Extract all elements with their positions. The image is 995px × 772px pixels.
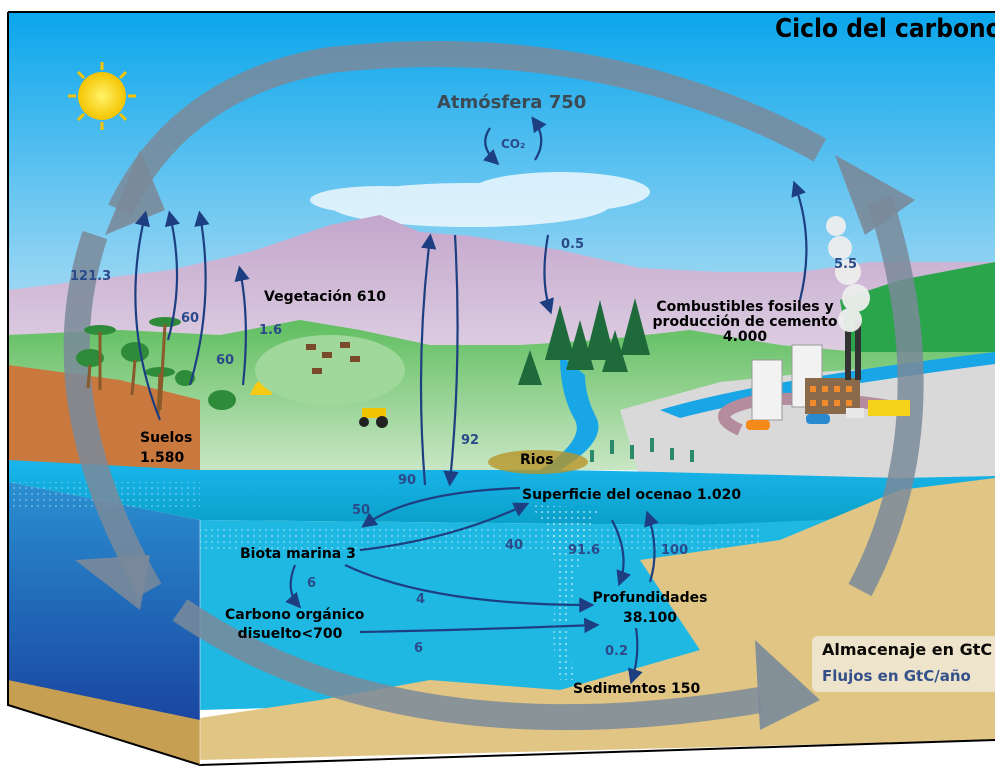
deep-ocean-label: Profundidades xyxy=(592,590,708,606)
surface-dots xyxy=(200,525,760,553)
flux-91-6: 91.6 xyxy=(568,543,601,558)
fossil-value: 4.000 xyxy=(722,329,768,345)
flux-0-2: 0.2 xyxy=(605,644,629,659)
vehicles xyxy=(746,400,910,430)
flux-121: 121.3 xyxy=(70,269,112,284)
soil xyxy=(8,365,200,472)
sinking-plume xyxy=(530,505,600,680)
legend-flux: Flujos en GtC/año xyxy=(822,667,971,685)
river-trees xyxy=(590,438,694,462)
soils-label: Suelos xyxy=(140,430,193,446)
flux-100: 100 xyxy=(661,543,689,558)
flux-40: 40 xyxy=(505,538,524,553)
flux-4: 4 xyxy=(416,592,426,607)
fossil-label-2: producción de cemento xyxy=(652,314,838,330)
ocean-surface-label: Superficie del ocenao 1.020 xyxy=(522,487,742,503)
soils-value: 1.580 xyxy=(140,450,185,466)
atmosphere-label: Atmósfera 750 xyxy=(437,92,587,113)
fossil-label-1: Combustibles fosiles y xyxy=(656,299,834,315)
rivers-label: Rios xyxy=(520,452,554,468)
tractor-icon xyxy=(359,408,388,428)
flux-arrows xyxy=(134,116,808,685)
cattle-icons xyxy=(306,342,360,374)
flux-1-6: 1.6 xyxy=(259,323,283,338)
pasture xyxy=(255,335,405,405)
box-outline xyxy=(7,11,995,767)
forest-left xyxy=(76,317,236,416)
co2-label: CO₂ xyxy=(501,137,526,151)
vegetation-label: Vegetación 610 xyxy=(264,289,387,305)
flux-6-a: 6 xyxy=(307,576,317,591)
city-buildings xyxy=(751,320,861,421)
river xyxy=(540,355,599,470)
doc-label-1: Carbono orgánico xyxy=(225,607,365,623)
flux-92: 92 xyxy=(461,433,480,448)
legend-box: Almacenaje en GtC Flujos en GtC/año xyxy=(812,636,995,692)
seabed-side xyxy=(8,680,200,765)
ocean-surface xyxy=(8,460,995,525)
deep-ocean-value: 38.100 xyxy=(622,610,678,626)
flux-60-b: 60 xyxy=(216,353,235,368)
conifer-forest xyxy=(518,298,650,385)
diagram-title: Ciclo del carbono xyxy=(775,14,995,44)
river-delta xyxy=(488,450,588,474)
smoke xyxy=(826,216,870,332)
flux-5-5: 5.5 xyxy=(834,257,858,272)
flux-60-a: 60 xyxy=(181,311,200,326)
flux-50: 50 xyxy=(352,503,371,518)
cycle-arrowheads xyxy=(75,150,915,730)
clouds xyxy=(310,172,650,227)
flux-0-5: 0.5 xyxy=(561,237,585,252)
flux-6-b: 6 xyxy=(414,641,424,656)
doc-label-2: disuelto<700 xyxy=(237,626,343,642)
legend-storage: Almacenaje en GtC xyxy=(822,640,993,659)
flux-90: 90 xyxy=(398,473,417,488)
sediments-label: Sedimentos 150 xyxy=(573,681,701,697)
sun-icon xyxy=(68,62,136,130)
marine-biota-label: Biota marina 3 xyxy=(240,546,356,562)
